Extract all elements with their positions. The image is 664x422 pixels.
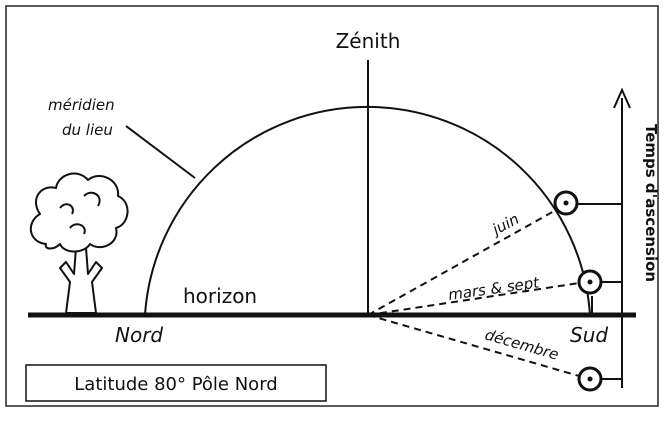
june-label: juin bbox=[488, 210, 522, 240]
meridian-pointer bbox=[125, 125, 196, 179]
meridian-label-line2: du lieu bbox=[62, 121, 113, 139]
tree-icon bbox=[30, 172, 129, 314]
ray-march-sept bbox=[367, 281, 587, 316]
sun-icon bbox=[577, 366, 603, 392]
diagram-frame bbox=[5, 5, 659, 407]
march-sept-label: mars & sept bbox=[447, 273, 541, 304]
ascension-axis-label: Temps d'ascension bbox=[642, 124, 660, 282]
sun-icon bbox=[553, 190, 579, 216]
south-label: Sud bbox=[570, 323, 608, 347]
ray-december bbox=[367, 314, 587, 379]
axis-arrowhead-icon bbox=[613, 87, 631, 109]
ray-june bbox=[367, 204, 566, 316]
december-label: décembre bbox=[483, 326, 561, 364]
horizon-label: horizon bbox=[183, 284, 257, 308]
sun-icon bbox=[577, 269, 603, 295]
north-label: Nord bbox=[115, 323, 163, 347]
zenith-label: Zénith bbox=[336, 29, 401, 53]
meridian-label-line1: méridien bbox=[48, 96, 115, 114]
caption-box bbox=[25, 364, 327, 402]
caption-label: Latitude 80° Pôle Nord bbox=[74, 374, 277, 395]
